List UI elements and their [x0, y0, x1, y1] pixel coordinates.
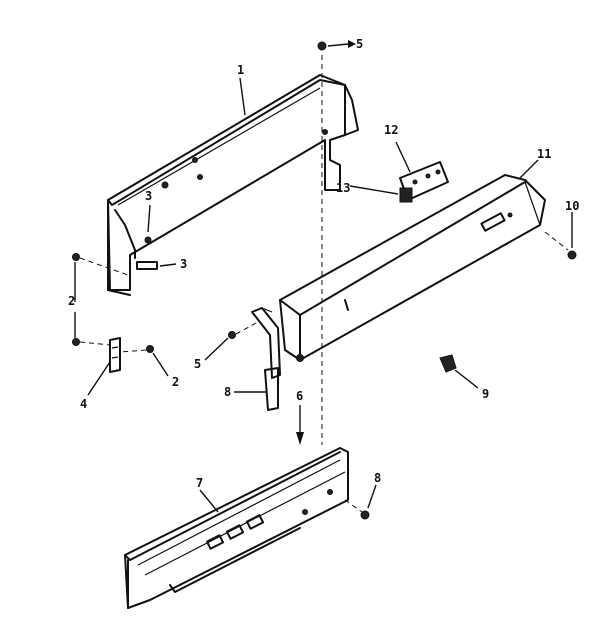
lower-panel-part-7: [124, 447, 370, 609]
leader-11: [519, 159, 539, 179]
callout-3a: 3: [145, 189, 152, 203]
screw-part-10: [544, 231, 577, 260]
callout-9: 9: [482, 387, 489, 401]
knob-part-9: [439, 354, 479, 389]
callout-5b: 5: [194, 357, 201, 371]
leader-13: [349, 185, 399, 195]
callout-2b: 2: [172, 375, 179, 389]
leader-5b: [204, 337, 229, 361]
callout-10: 10: [565, 199, 579, 213]
leader-8b: [367, 484, 377, 509]
callout-8a: 8: [224, 385, 231, 399]
clip-part-3: [136, 261, 158, 270]
backguard-part-1: [107, 74, 359, 296]
callout-11: 11: [537, 147, 551, 161]
callout-4: 4: [80, 397, 87, 411]
callout-8b: 8: [374, 471, 381, 485]
leader-3a: [147, 204, 151, 233]
switch-part-12: [399, 161, 449, 203]
screw-part-5-top: [317, 40, 356, 51]
bracket-part-4: [72, 253, 154, 373]
leader-1: [239, 77, 246, 116]
leader-4: [87, 361, 111, 396]
callout-1: 1: [237, 63, 244, 77]
side-bracket-part-8: [228, 307, 281, 411]
callout-13: 13: [336, 181, 350, 195]
callout-2a: 2: [68, 294, 75, 308]
control-panel-part-11: [279, 174, 546, 362]
callout-5a: 5: [356, 37, 363, 51]
leader-12: [395, 141, 411, 173]
callout-12: 12: [384, 123, 398, 137]
callout-6a: 6: [296, 389, 303, 403]
leader-3b: [159, 263, 177, 267]
callout-7: 7: [196, 476, 203, 490]
callout-3b: 3: [180, 257, 187, 271]
leader-2b: [152, 352, 169, 377]
leader-7: [199, 489, 219, 513]
screw-part-6: [296, 405, 304, 445]
